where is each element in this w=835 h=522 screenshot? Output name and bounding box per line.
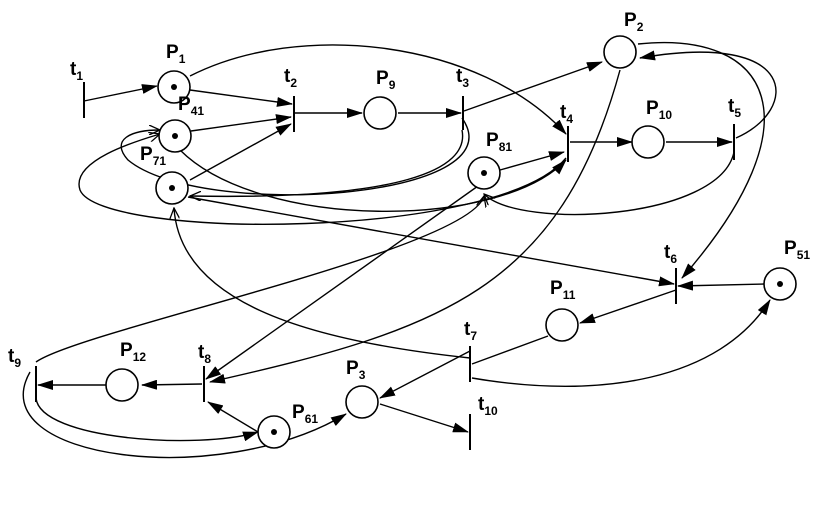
arc-p2-t6 [637, 42, 765, 279]
arc-t9-p61 [35, 397, 259, 442]
place-p10 [631, 125, 665, 159]
label-p61: P61 [292, 402, 318, 426]
arc-t6-p11 [579, 289, 677, 324]
label-p2: P2 [624, 10, 644, 34]
label-t10: t10 [478, 394, 498, 418]
arc-p3-t10 [379, 403, 469, 433]
arc-p11-t7 [471, 335, 549, 365]
arc-p1-t2 [189, 89, 293, 107]
place-p12 [105, 368, 139, 402]
label-t2: t2 [284, 66, 297, 90]
label-t6: t6 [664, 242, 677, 266]
label-p71: P71 [140, 144, 166, 168]
arc-t7-p71 [174, 208, 471, 359]
label-t9: t9 [8, 346, 21, 370]
label-t5: t5 [728, 96, 741, 120]
arc-t1-p1 [83, 84, 158, 102]
arc-t3-p71 [190, 129, 464, 196]
arc-p2-t8 [209, 69, 621, 384]
label-p41: P41 [178, 94, 204, 118]
token-p41 [172, 133, 178, 139]
arc-t3-p41 [120, 117, 470, 196]
token-p71 [169, 185, 175, 191]
label-p81: P81 [486, 130, 512, 154]
labels: P1 P2 P3 P9 P10 P11 P12 P41 P51 P61 P71 … [8, 10, 810, 426]
arc-p61-t8 [207, 401, 259, 433]
label-p51: P51 [784, 238, 810, 262]
label-t7: t7 [464, 319, 477, 343]
token-p81 [481, 170, 487, 176]
arc-p41-t4 [179, 149, 567, 212]
label-p9: P9 [376, 68, 396, 92]
place-p2 [603, 35, 637, 69]
arcs [22, 42, 777, 459]
arc-t5-p2 [639, 50, 777, 139]
token-p1 [171, 84, 177, 90]
arc-t9-p81 [35, 196, 484, 363]
label-p12: P12 [120, 340, 146, 364]
label-t4: t4 [560, 102, 573, 126]
arc-p51-t6 [677, 280, 765, 291]
arc-t7-p51 [471, 299, 771, 388]
label-p3: P3 [346, 358, 366, 382]
arc-t8-p12 [141, 379, 203, 390]
arc-p81-t4 [499, 151, 565, 171]
arc-t7-p3 [379, 350, 471, 399]
arc-p81-t8 [205, 185, 479, 380]
label-p11: P11 [550, 278, 576, 302]
arc-t3-p2 [463, 61, 603, 112]
arc-p41-t2 [190, 114, 292, 132]
place-p3 [345, 385, 379, 419]
label-t3: t3 [456, 66, 469, 90]
label-p1: P1 [166, 42, 186, 66]
label-p10: P10 [646, 98, 672, 122]
places [105, 35, 797, 449]
label-t1: t1 [70, 59, 83, 83]
place-p9 [363, 96, 397, 130]
label-t8: t8 [198, 342, 211, 366]
token-p61 [271, 429, 277, 435]
arc-p71-t6 [187, 196, 675, 287]
token-p51 [777, 281, 783, 287]
arc-t5-p81 [484, 151, 735, 216]
arc-p71-t2 [189, 123, 292, 181]
place-p11 [545, 308, 579, 342]
transitions [35, 82, 735, 450]
arc-p1-t4 [189, 44, 567, 135]
